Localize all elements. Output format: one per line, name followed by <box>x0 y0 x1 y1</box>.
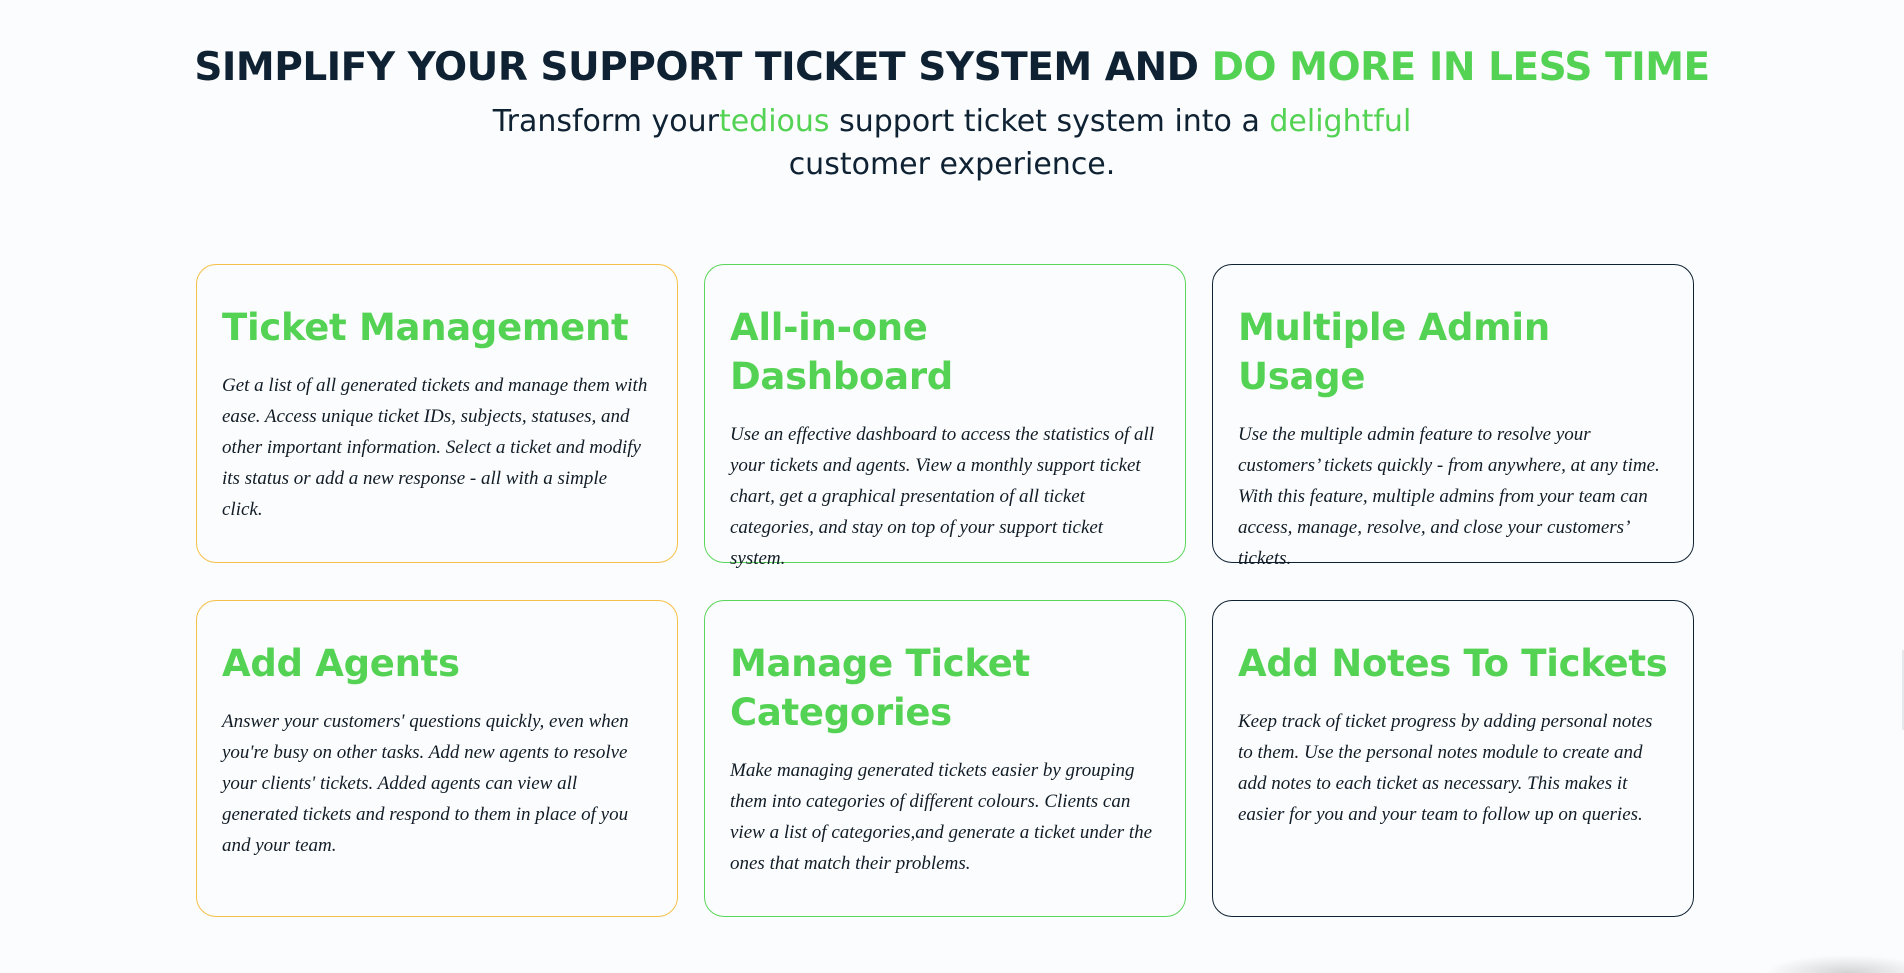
feature-card-description: Answer your customers' questions quickly… <box>222 711 629 856</box>
page-edge-divider <box>1902 650 1904 730</box>
feature-card-title: All-in-one Dashboard <box>730 306 953 398</box>
hero-title: SIMPLIFY YOUR SUPPORT TICKET SYSTEM AND … <box>0 40 1904 96</box>
feature-card-description: Keep track of ticket progress by adding … <box>1238 711 1653 825</box>
hero-subtitle-text-3: customer experience. <box>788 147 1116 182</box>
feature-card-title: Add Agents <box>222 642 460 685</box>
feature-card-add-agents: Add Agents Answer your customers' questi… <box>196 600 678 917</box>
feature-card-multiple-admin: Multiple Admin Usage Use the multiple ad… <box>1212 264 1694 569</box>
hero-subtitle-text-2: support ticket system into a <box>829 104 1270 139</box>
hero-section: SIMPLIFY YOUR SUPPORT TICKET SYSTEM AND … <box>0 40 1904 186</box>
feature-card-ticket-notes: Add Notes To Tickets Keep track of ticke… <box>1212 600 1694 917</box>
floating-widget-shadow <box>1764 955 1904 973</box>
feature-card-description: Use an effective dashboard to access the… <box>730 424 1155 569</box>
feature-card-title: Add Notes To Tickets <box>1238 642 1668 685</box>
feature-card-description: Use the multiple admin feature to resolv… <box>1238 424 1660 569</box>
feature-card-title: Ticket Management <box>222 306 629 349</box>
feature-card-description: Get a list of all generated tickets and … <box>222 375 648 520</box>
hero-title-accent: DO MORE IN LESS TIME <box>1211 45 1711 90</box>
feature-grid: Ticket Management Get a list of all gene… <box>196 264 1704 917</box>
feature-card-ticket-categories: Manage Ticket Categories Make managing g… <box>704 600 1186 917</box>
feature-card-title: Multiple Admin Usage <box>1238 306 1550 398</box>
feature-card-title: Manage Ticket Categories <box>730 642 1030 734</box>
hero-subtitle-accent-2: delightful <box>1269 104 1412 139</box>
hero-subtitle-accent-1: tedious <box>718 104 830 139</box>
hero-subtitle: Transform yourtedious support ticket sys… <box>422 100 1482 186</box>
hero-subtitle-text-1: Transform your <box>492 104 719 139</box>
feature-card-ticket-management: Ticket Management Get a list of all gene… <box>196 264 678 563</box>
hero-title-main: SIMPLIFY YOUR SUPPORT TICKET SYSTEM AND <box>194 45 1212 90</box>
feature-card-dashboard: All-in-one Dashboard Use an effective da… <box>704 264 1186 569</box>
feature-card-description: Make managing generated tickets easier b… <box>730 760 1153 874</box>
